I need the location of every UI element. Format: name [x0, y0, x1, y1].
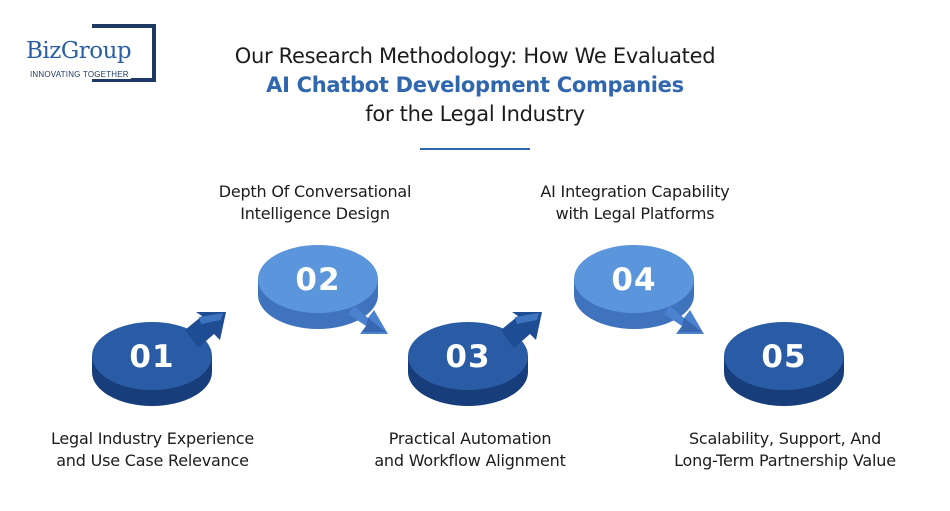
- title-line-1: Our Research Methodology: How We Evaluat…: [234, 44, 716, 68]
- title-line-3: for the Legal Industry: [365, 102, 585, 126]
- page-title: Our Research Methodology: How We Evaluat…: [160, 42, 790, 129]
- step-02-disc: 02: [258, 245, 388, 334]
- step-05-label: Scalability, Support, And Long-Term Part…: [650, 428, 920, 472]
- step-01-number: 01: [129, 339, 174, 375]
- title-underline: [420, 148, 530, 150]
- step-03-label-line-2: and Workflow Alignment: [374, 451, 566, 470]
- step-04-label: AI Integration Capability with Legal Pla…: [510, 181, 760, 225]
- bizgroup-logo: BizGroup INNOVATING TOGETHER: [22, 24, 162, 84]
- step-05-label-line-1: Scalability, Support, And: [688, 429, 882, 448]
- logo-frame: [92, 24, 156, 82]
- step-02-label: Depth Of Conversational Intelligence Des…: [190, 181, 440, 225]
- step-04-label-line-2: with Legal Platforms: [555, 204, 715, 223]
- step-03-label: Practical Automation and Workflow Alignm…: [340, 428, 600, 472]
- step-01-label-line-2: and Use Case Relevance: [56, 451, 249, 470]
- step-03-label-line-1: Practical Automation: [388, 429, 552, 448]
- step-01-label-line-1: Legal Industry Experience: [50, 429, 255, 448]
- step-02-number: 02: [295, 262, 340, 298]
- title-line-2-highlight: AI Chatbot Development Companies: [266, 73, 684, 97]
- step-05-number: 05: [761, 339, 806, 375]
- step-05-label-line-2: Long-Term Partnership Value: [674, 451, 896, 470]
- step-02-label-line-1: Depth Of Conversational: [218, 182, 412, 201]
- logo-wordmark: BizGroup: [26, 38, 134, 64]
- step-01-disc: 01: [92, 312, 226, 406]
- step-04-number: 04: [611, 262, 656, 298]
- step-05-disc: 05: [724, 322, 844, 406]
- step-03-number: 03: [445, 339, 490, 375]
- step-04-disc: 04: [574, 245, 704, 334]
- step-02-label-line-2: Intelligence Design: [240, 204, 390, 223]
- step-01-label: Legal Industry Experience and Use Case R…: [20, 428, 285, 472]
- step-03-disc: 03: [408, 312, 542, 406]
- logo-tagline: INNOVATING TOGETHER: [30, 70, 131, 79]
- step-04-label-line-1: AI Integration Capability: [540, 182, 730, 201]
